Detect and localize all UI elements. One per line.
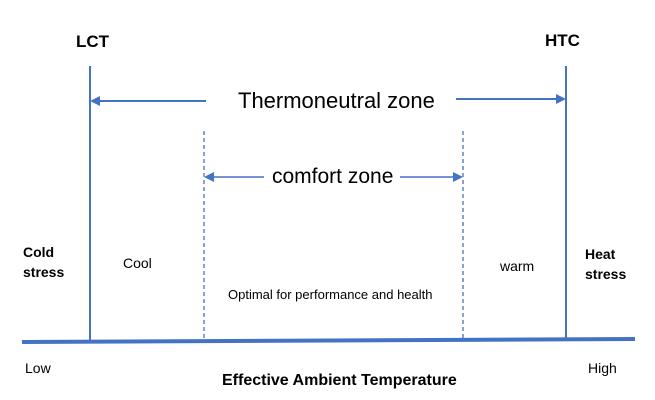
comfort-zone-label: comfort zone bbox=[272, 165, 394, 188]
warm-label: warm bbox=[500, 258, 535, 274]
thermoneutral-zone-label: Thermoneutral zone bbox=[238, 88, 435, 113]
cool-label: Cool bbox=[123, 255, 152, 271]
x-axis-title: Effective Ambient Temperature bbox=[222, 372, 457, 389]
temperature-axis-line bbox=[21, 337, 636, 344]
heat-stress-label: Heat stress bbox=[585, 244, 626, 284]
heat-stress-line2: stress bbox=[585, 266, 627, 282]
heat-stress-line1: Heat bbox=[585, 246, 616, 262]
lct-label: LCT bbox=[76, 32, 110, 51]
htc-label: HTC bbox=[545, 31, 580, 50]
optimal-label: Optimal for performance and health bbox=[228, 287, 433, 302]
cold-stress-label: Cold stress bbox=[23, 242, 64, 282]
cold-stress-line1: Cold bbox=[23, 244, 55, 260]
axis-high-label: High bbox=[588, 360, 617, 376]
axis-low-label: Low bbox=[25, 360, 51, 376]
cold-stress-line2: stress bbox=[23, 264, 65, 280]
